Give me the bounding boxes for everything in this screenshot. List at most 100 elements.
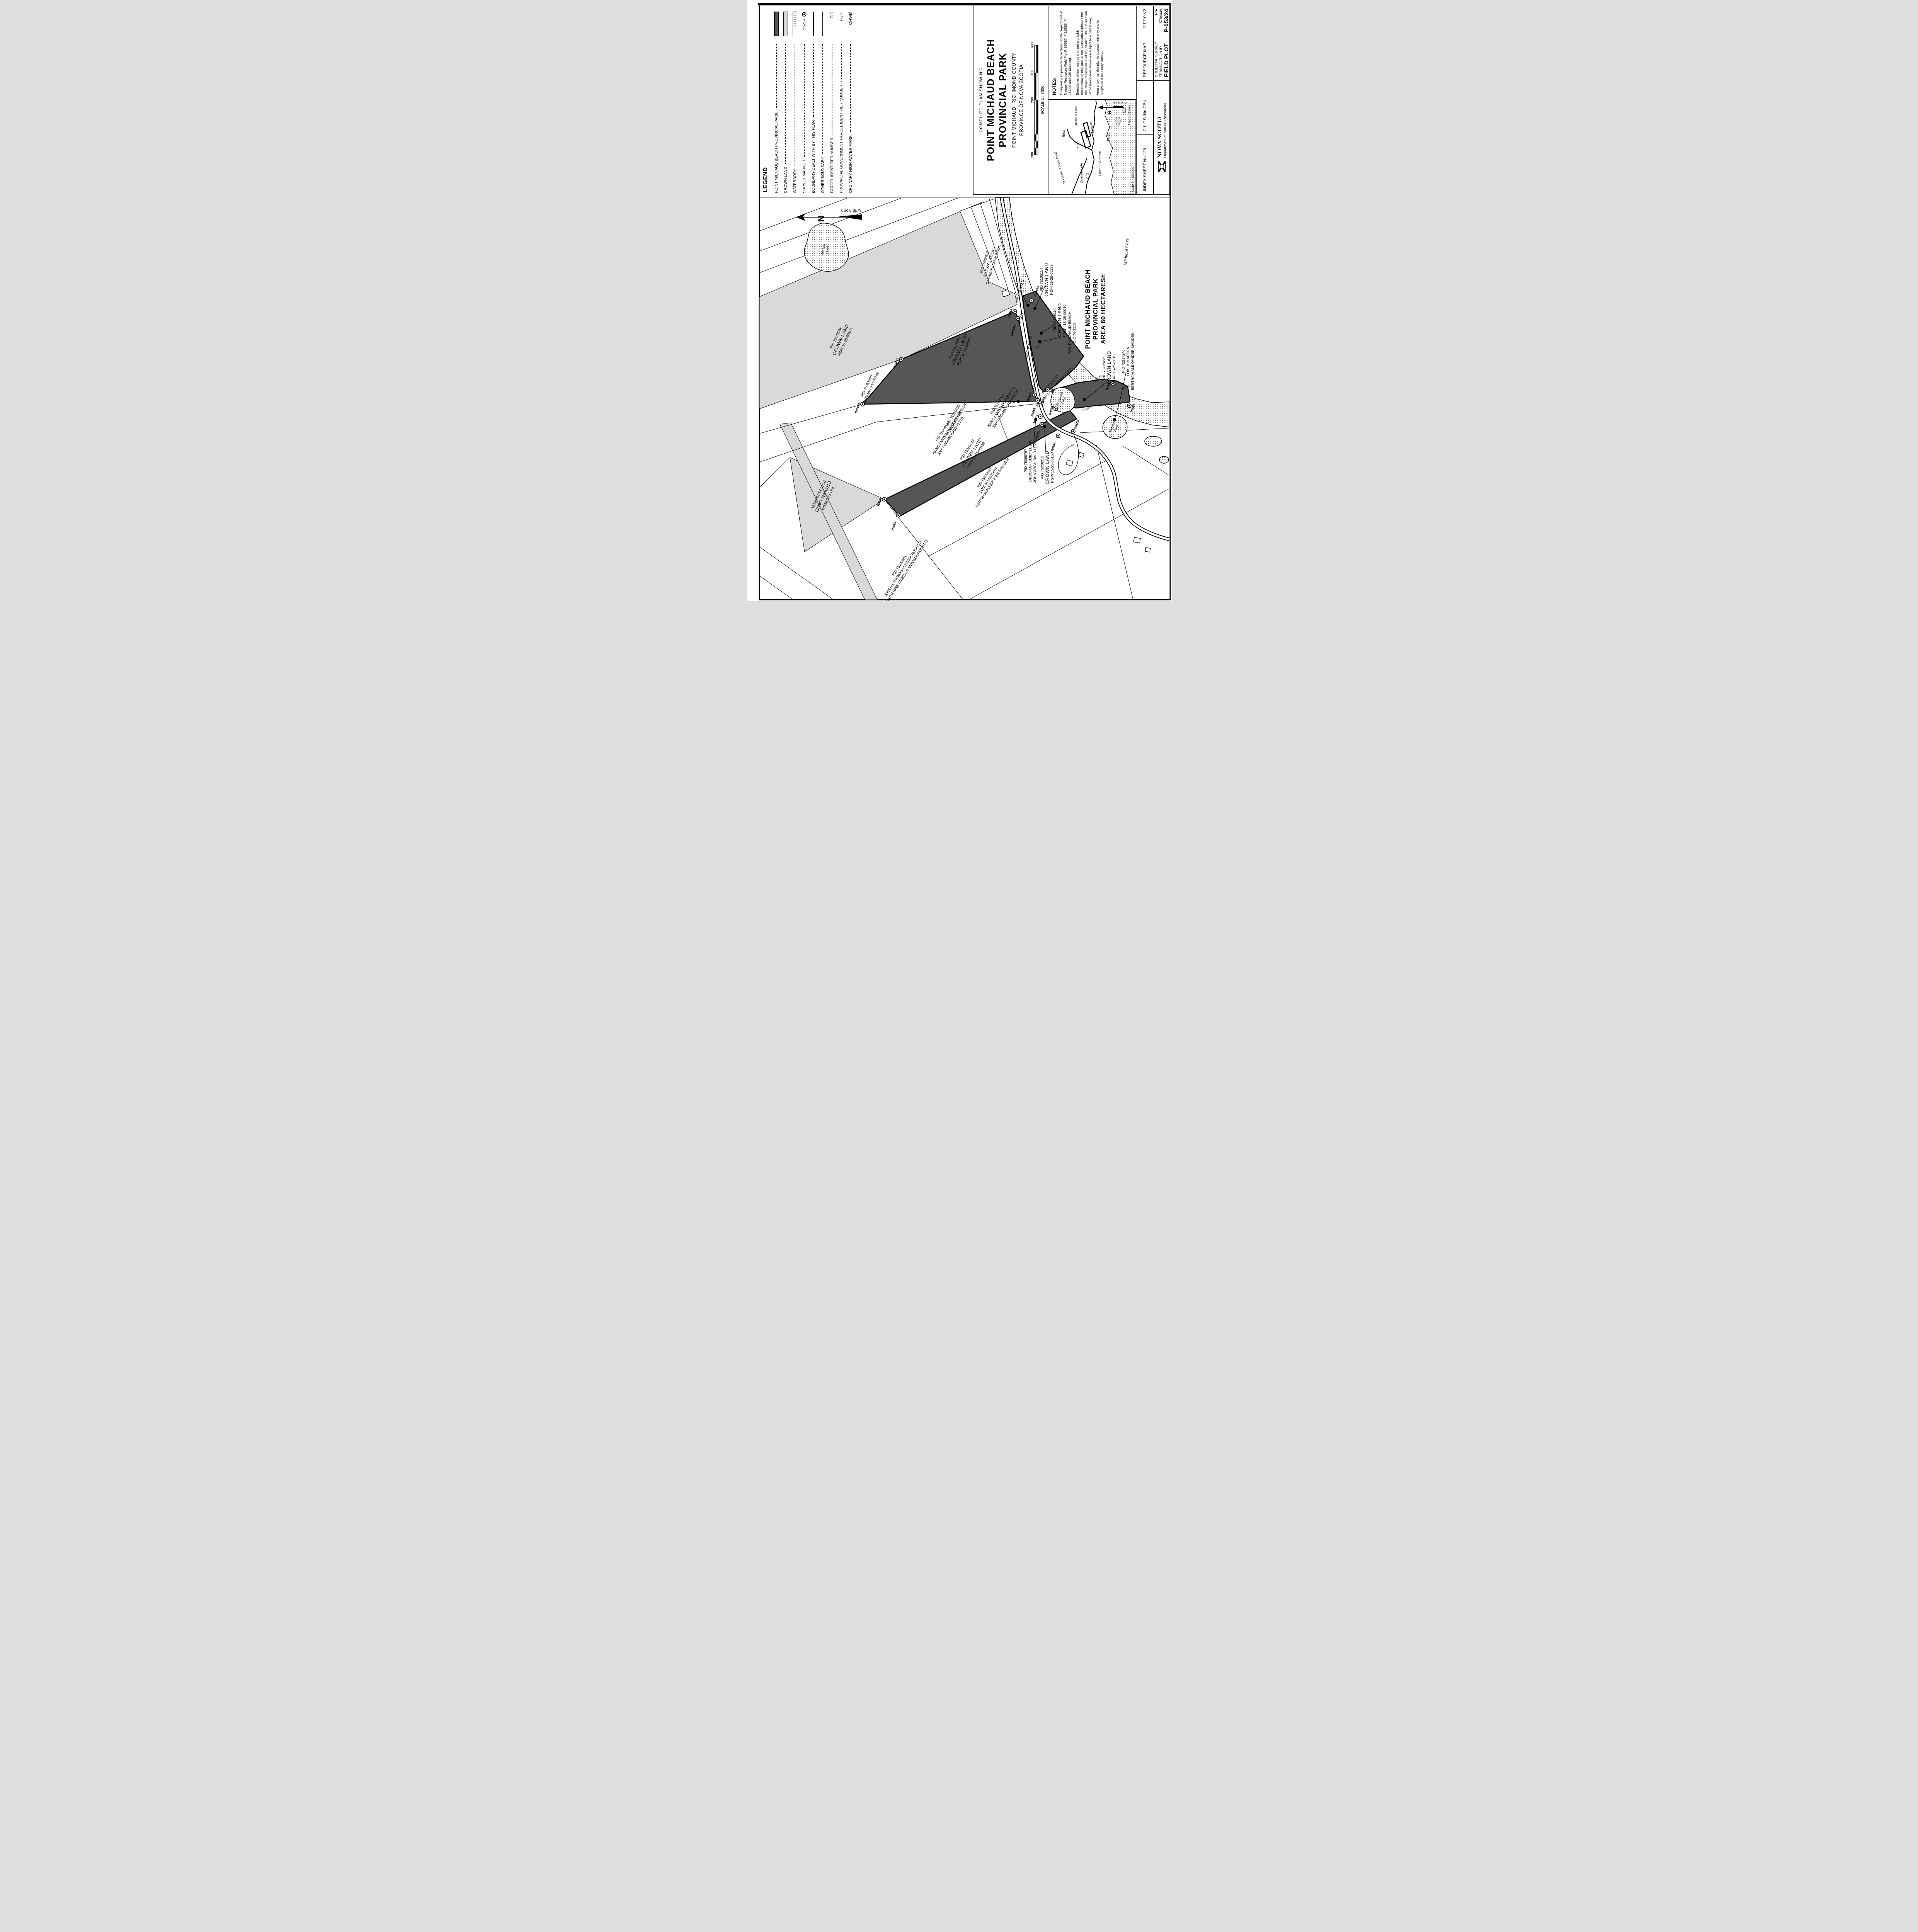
svg-text:LOIS M MADDEN: LOIS M MADDEN bbox=[1126, 347, 1130, 376]
svg-text:CROWN LAND: CROWN LAND bbox=[1057, 303, 1062, 337]
north-n: N bbox=[816, 216, 826, 222]
label-oic-76-1153: POINT MICHAUD BEACH OIC 76-1153 bbox=[1068, 311, 1077, 354]
svg-text:PID 75105114: PID 75105114 bbox=[1053, 308, 1057, 332]
legend-item-survey-marker: SURVEY MARKER IN5214 bbox=[800, 12, 809, 193]
park-swatch bbox=[774, 12, 779, 36]
svg-text:PID 75217240: PID 75217240 bbox=[1122, 350, 1126, 373]
note-3: Area shown on this plan is approximate o… bbox=[1095, 20, 1104, 95]
plan-title: COMPILED PLAN SHOWING POINT MICHAUD BEAC… bbox=[973, 6, 1048, 194]
thin-line-swatch bbox=[822, 12, 823, 36]
survey-marker-icon bbox=[802, 12, 807, 17]
svg-text:CROWN LAND: CROWN LAND bbox=[1044, 263, 1049, 296]
svg-text:R4688: R4688 bbox=[1048, 405, 1054, 415]
leader-dots bbox=[1016, 304, 1116, 428]
index-sheet-cell: INDEX SHEET No 126 bbox=[1135, 135, 1153, 194]
index-label-duncans: Duncans Lake bbox=[1080, 163, 1083, 183]
svg-text:Michaud Cove: Michaud Cove bbox=[1122, 238, 1130, 266]
svg-text:PROVINCIAL PARK: PROVINCIAL PARK bbox=[1092, 278, 1099, 340]
parcel-label-75068767: PID 75068767 DEBORAH EMILY LEWIS JOHN AR… bbox=[1024, 439, 1037, 483]
svg-text:Pond: Pond bbox=[825, 246, 830, 254]
svg-text:JOSEPH THOMAS MOMBOURQUETTE: JOSEPH THOMAS MOMBOURQUETTE bbox=[883, 539, 923, 597]
svg-text:PID 75068767: PID 75068767 bbox=[1024, 449, 1028, 473]
svg-text:PID 75105114: PID 75105114 bbox=[1040, 268, 1044, 291]
site-outline bbox=[1080, 122, 1091, 149]
dotted-leader bbox=[785, 44, 786, 164]
svg-text:NANCY MOMBOURQUETTE: NANCY MOMBOURQUETTE bbox=[932, 412, 962, 455]
legend-item-water: WATERBODY bbox=[790, 12, 800, 193]
resource-map-value: 11F/10-V2 bbox=[1142, 9, 1147, 29]
svg-text:200: 200 bbox=[1030, 97, 1034, 103]
plan-ids-cell: ORDER OF SURVEY N/A TRANSACTION ID 57864… bbox=[1153, 6, 1170, 81]
main-map: R4662A R4663A R4664 R4665A R4666A R4667 … bbox=[758, 3, 1171, 601]
resource-map-cell: RESOURCE MAP 11F/10-V2 bbox=[1135, 6, 1153, 81]
index-label-site: Site bbox=[1076, 141, 1081, 148]
note-2: Boundaries shown on this plan are a grap… bbox=[1075, 11, 1092, 95]
parcel-label-75105114-00258: PID 75105114 CROWN LAND PGPI 15-25-00258 bbox=[1040, 263, 1054, 296]
parcel-cluster-lines bbox=[970, 199, 1016, 293]
svg-text:R4685: R4685 bbox=[1074, 419, 1080, 429]
svg-text:PGPI 15-25-00040: PGPI 15-25-00040 bbox=[1063, 304, 1067, 335]
svg-text:N: N bbox=[1108, 111, 1112, 114]
index-label-michaud-cove: Michaud Cove bbox=[1074, 105, 1078, 126]
notes-heading: NOTES: bbox=[1051, 77, 1057, 95]
svg-text:CROWN LAND: CROWN LAND bbox=[1106, 351, 1112, 384]
index-roads bbox=[1066, 99, 1097, 194]
park-area-label: POINT MICHAUD BEACH PROVINCIAL PARK AREA… bbox=[1084, 269, 1107, 349]
index-label-lower-lardoise: Lower L'Ardoise bbox=[1098, 151, 1102, 176]
title-block: COMPILED PLAN SHOWING POINT MICHAUD BEAC… bbox=[972, 5, 1170, 195]
svg-text:400: 400 bbox=[1030, 70, 1034, 75]
ponds bbox=[804, 223, 1169, 464]
index-label-st-peters: St Peters - Forchu Road bbox=[1053, 151, 1066, 184]
crown-land-swatch bbox=[783, 12, 788, 36]
leaders bbox=[1009, 286, 1127, 452]
field-plot-value: P-053/24 bbox=[1163, 9, 1170, 32]
svg-text:R4681: R4681 bbox=[891, 521, 897, 531]
legend-item-other-boundary: OTHER BOUNDARY bbox=[818, 12, 827, 193]
subtitle-line-2: PROVINCE OF NOVA SCOTIA bbox=[1018, 64, 1024, 136]
svg-text:POINT MICHAUD BEACH: POINT MICHAUD BEACH bbox=[1068, 311, 1072, 354]
svg-text:CROWN LAND: CROWN LAND bbox=[1045, 451, 1050, 484]
svg-text:PGPI 15-25-00258: PGPI 15-25-00258 bbox=[1050, 264, 1054, 295]
dotted-leader bbox=[822, 44, 823, 154]
parcel-label-75069138: PID 75069138 NANCY MOMBOURQUETTE JOHN MO… bbox=[932, 412, 965, 456]
buildings bbox=[1001, 289, 1150, 553]
svg-text:PGPI 15-25-00158: PGPI 15-25-00158 bbox=[1050, 452, 1055, 483]
note-1: Compiled plan prepared from Nova Scotia … bbox=[1059, 11, 1072, 95]
svg-text:600: 600 bbox=[1030, 42, 1034, 48]
svg-text:AREA 60 HECTARES±: AREA 60 HECTARES± bbox=[1100, 274, 1107, 344]
index-north-arrow: N Grid North bbox=[1098, 101, 1127, 114]
north-arrow: N Grid North bbox=[796, 208, 862, 222]
legend-heading: LEGEND bbox=[762, 167, 769, 192]
road-word-point: POINT bbox=[1032, 377, 1038, 393]
svg-text:R4684: R4684 bbox=[1050, 442, 1057, 452]
legend-item-pid: PARCEL IDENTIFIER NUMBER PID bbox=[829, 12, 834, 193]
crown-land-parcels bbox=[759, 201, 1018, 600]
svg-text:Grid North: Grid North bbox=[1113, 101, 1127, 104]
michaud-cove-label: Michaud Cove bbox=[1122, 238, 1130, 266]
org-cell: NOVA SCOTIA Department of Natural Resour… bbox=[1153, 81, 1170, 194]
svg-text:PID 75228213: PID 75228213 bbox=[1040, 456, 1045, 480]
org-name: NOVA SCOTIA bbox=[1156, 116, 1163, 158]
parcel-label-75228213: PID 75228213 CROWN LAND PGPI 15-25-00158 bbox=[1040, 451, 1055, 484]
legend-item-crown: CROWN LAND bbox=[781, 12, 790, 193]
svg-text:JOHN ARCHIBALD LEWIS: JOHN ARCHIBALD LEWIS bbox=[1033, 439, 1037, 483]
index-label-atlantic: Atlantic Ocean bbox=[1128, 105, 1131, 126]
legend-item-boundary-plan: BOUNDARY DEALT WITH BY THIS PLAN bbox=[809, 12, 818, 193]
svg-text:DEBORAH EMILY LEWIS: DEBORAH EMILY LEWIS bbox=[1028, 439, 1033, 481]
thick-line-swatch bbox=[812, 12, 814, 36]
org-dept: Department of Natural Resources bbox=[1163, 103, 1167, 158]
svg-text:PGPI 15-25-00158: PGPI 15-25-00158 bbox=[1112, 352, 1116, 383]
transaction-id-label: TRANSACTION ID bbox=[1159, 46, 1163, 77]
compiled-plan-label: COMPILED PLAN SHOWING bbox=[979, 68, 984, 133]
transaction-id-value: 5786449 bbox=[1159, 9, 1163, 23]
svg-text:POINT MICHAUD BEACH: POINT MICHAUD BEACH bbox=[1084, 269, 1091, 349]
title-line-1: POINT MICHAUD BEACH bbox=[985, 39, 996, 162]
svg-text:CATHERINE ISABELLE MOMBOURQUET: CATHERINE ISABELLE MOMBOURQUETTE bbox=[885, 538, 929, 601]
notes: NOTES: Compiled plan prepared from Nova … bbox=[1048, 6, 1136, 99]
legend: LEGEND POINT MICHAUD BEACH PROVINCIAL PA… bbox=[762, 11, 866, 193]
svg-text:PID 75228221: PID 75228221 bbox=[1102, 356, 1106, 380]
subtitle-line-1: POINT MICHAUD, RICHMOND COUNTY bbox=[1011, 52, 1017, 148]
field-plot-label: FIELD PLOT bbox=[1163, 43, 1170, 78]
scale-label: SCALE 1 : 7500 bbox=[1040, 85, 1045, 114]
